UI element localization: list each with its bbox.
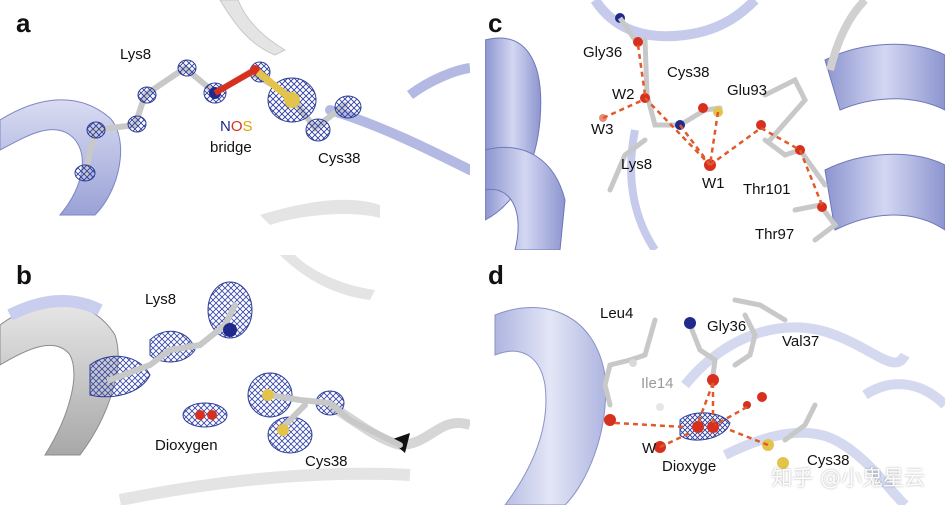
ribbon-helix-c-right [824,43,945,111]
nos-s: S [242,118,253,135]
label-cys38-b: Cys38 [305,453,348,470]
panel-a: a Lys8 NOS bridge Cys38 [0,0,470,250]
label-leu4: Leu4 [600,305,634,322]
label-dioxygen-b: Dioxygen [155,437,218,454]
ribbon-helix-c-left2 [485,146,566,250]
panel-label-d: d [488,260,504,290]
label-dioxygen-d: Dioxyge [662,458,717,475]
label-w2: W2 [612,86,635,103]
ribbon-grey-bottom [260,199,380,225]
label-w-d: W [642,440,657,457]
ribbon-bottom-b [118,467,411,505]
panel-label-b: b [16,260,32,290]
label-cys38-c: Cys38 [667,64,710,81]
panel-b-structure [0,255,470,505]
watermark: 知乎 @小鬼星云 [771,466,925,490]
label-gly36-c: Gly36 [583,44,623,61]
ribbon-helix-left [0,99,122,216]
label-glu93: Glu93 [727,82,768,99]
panel-d-structure [494,297,945,505]
label-cys38-a: Cys38 [318,150,361,167]
label-ile14: Ile14 [641,375,674,392]
label-lys8-c: Lys8 [621,156,653,173]
panel-label-c: c [488,8,503,38]
ribbon-tube-right2 [407,63,470,100]
panel-label-a: a [16,8,31,38]
label-nos: NOS [220,118,253,135]
ribbon-grey-c [826,0,868,71]
label-gly36-d: Gly36 [707,318,747,335]
ribbon-loop-c [590,0,759,42]
nos-n: N [220,118,231,135]
ribbon-grey-top [219,0,287,56]
ribbon-grey-top-b [280,255,375,300]
label-cys38-d: Cys38 [807,452,850,469]
panel-d: d Leu4 Gly36 Val37 Ile14 W Dioxyge Cys38 [485,255,945,505]
ribbon-right-d [862,379,945,409]
label-w1: W1 [702,175,725,192]
label-val37: Val37 [782,333,820,350]
label-bridge: bridge [210,139,252,156]
label-lys8-b: Lys8 [145,291,177,308]
ribbon-helix-c-right2 [824,153,945,231]
panel-a-structure [0,0,470,225]
label-thr101: Thr101 [743,181,791,198]
panel-c: c Gly36 Cys38 W2 Glu93 W3 Lys8 W1 Thr101… [485,0,945,250]
label-lys8-a: Lys8 [120,46,152,63]
ribbon-helix-d [494,307,607,505]
ribbon-loop-c2 [627,129,659,250]
panel-c-structure [485,0,945,250]
label-w3: W3 [591,121,614,138]
ribbon-loop-d [681,322,910,389]
nos-o: O [230,118,243,135]
label-thr97: Thr97 [755,226,795,243]
panel-b: b Lys8 Dioxygen Cys38 [0,255,470,505]
ribbon-lavender-b [7,294,103,321]
